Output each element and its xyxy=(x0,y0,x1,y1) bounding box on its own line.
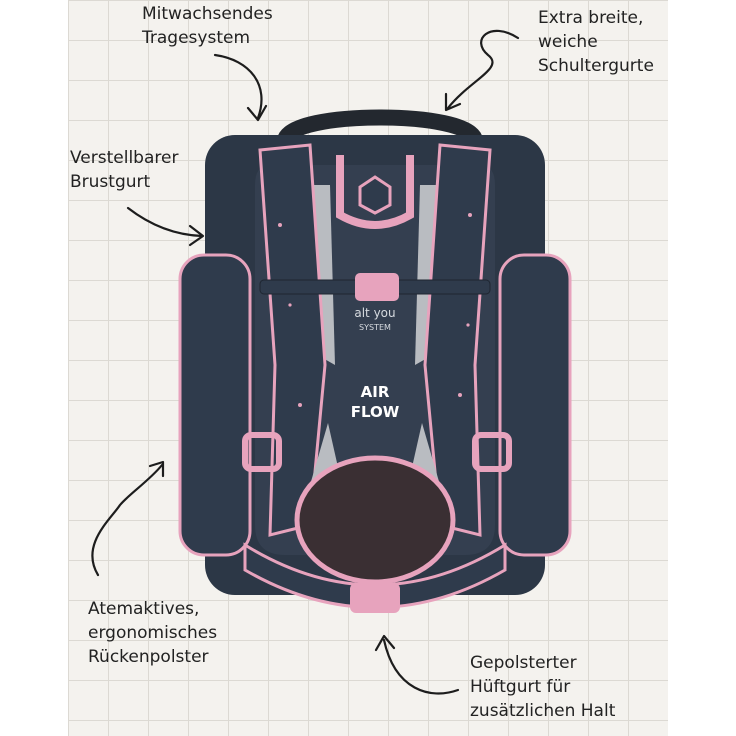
callout-back-padding-line3: Rückenpolster xyxy=(88,647,209,667)
star-1 xyxy=(278,223,282,227)
callout-shoulder-straps-line2: weiche xyxy=(538,32,598,52)
star-5 xyxy=(288,303,292,307)
callout-shoulder-straps-line3: Schultergurte xyxy=(538,56,654,76)
callout-shoulder-straps: Extra breite, weiche Schultergurte xyxy=(538,6,654,78)
callout-hip-belt-line2: Hüftgurt für xyxy=(470,677,571,697)
chest-buckle xyxy=(355,273,399,301)
callout-carry-system-line1: Mitwachsendes xyxy=(142,4,273,24)
airflow-label-line2: FLOW xyxy=(351,403,400,421)
callout-hip-belt-line1: Gepolsterter xyxy=(470,653,577,673)
star-3 xyxy=(468,213,472,217)
star-2 xyxy=(298,403,302,407)
system-logo-bottom: SYSTEM xyxy=(359,323,391,332)
side-pocket-right xyxy=(498,253,572,557)
carry-handle xyxy=(277,109,483,148)
callout-chest-strap-line2: Brustgurt xyxy=(70,172,151,192)
adjustable-carry-frame xyxy=(336,155,414,229)
callout-carry-system: Mitwachsendes Tragesystem xyxy=(142,2,273,50)
hip-belt xyxy=(243,542,507,609)
side-buckle-left xyxy=(242,432,282,472)
callout-back-padding-line2: ergonomisches xyxy=(88,623,218,643)
side-pocket-left xyxy=(178,253,252,557)
star-4 xyxy=(458,393,462,397)
callout-shoulder-straps-line1: Extra breite, xyxy=(538,8,644,28)
callout-carry-system-line2: Tragesystem xyxy=(142,28,251,48)
side-buckle-right xyxy=(472,432,512,472)
airflow-label-line1: AIR xyxy=(361,383,390,401)
star-6 xyxy=(466,323,470,327)
lumbar-pad xyxy=(294,455,456,585)
system-logo-top: alt you xyxy=(354,306,395,320)
hip-belt-buckle xyxy=(350,583,400,613)
backpack-photo: alt you SYSTEM AIR FLOW xyxy=(178,109,572,613)
callout-chest-strap: Verstellbarer Brustgurt xyxy=(70,146,178,194)
star-pattern xyxy=(278,213,472,407)
callout-hip-belt-line3: zusätzlichen Halt xyxy=(470,701,616,721)
frame-emblem xyxy=(358,175,392,215)
callout-back-padding-line1: Atemaktives, xyxy=(88,599,200,619)
callout-chest-strap-line1: Verstellbarer xyxy=(70,148,179,168)
callout-hip-belt: Gepolsterter Hüftgurt für zusätzlichen H… xyxy=(470,651,615,723)
callout-back-padding: Atemaktives, ergonomisches Rückenpolster xyxy=(88,597,217,669)
